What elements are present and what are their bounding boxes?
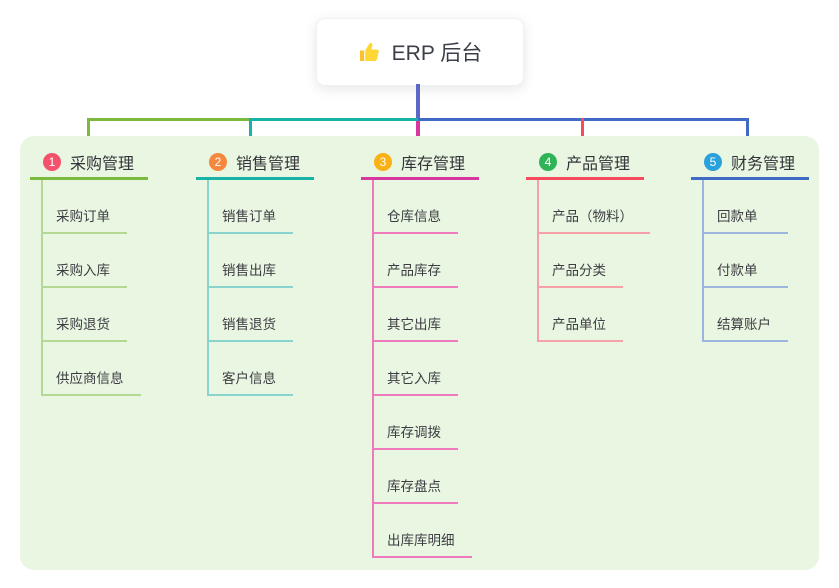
connector-branch4-drop (581, 118, 584, 151)
branch-node-4: 4 产品管理 产品（物料） 产品分类 产品单位 (526, 146, 676, 342)
child-label: 销售出库 (209, 259, 293, 288)
branch-underline (691, 177, 809, 180)
branch-title-label: 财务管理 (731, 155, 796, 173)
branches-panel (20, 136, 819, 570)
branch-number-badge: 2 (209, 152, 227, 171)
branch-children: 仓库信息 产品库存 其它出库 其它入库 库存调拨 库存盘点 出库库明细 (372, 180, 511, 558)
child-node[interactable]: 采购退货 (43, 288, 180, 342)
branch-title-1[interactable]: 1 采购管理 (30, 146, 180, 177)
branch-children: 产品（物料） 产品分类 产品单位 (537, 180, 676, 342)
child-node[interactable]: 出库库明细 (374, 504, 511, 558)
child-node[interactable]: 其它入库 (374, 342, 511, 396)
child-label: 产品单位 (539, 313, 623, 342)
branch-number-badge: 5 (704, 152, 722, 171)
connector-root-stem (416, 84, 420, 121)
branch-underline (196, 177, 314, 180)
child-label: 采购退货 (43, 313, 127, 342)
connector-branch2-drop (249, 118, 252, 151)
child-label: 采购订单 (43, 205, 127, 234)
connector-branch2-horizontal (249, 118, 418, 121)
branch-title-label: 销售管理 (236, 155, 301, 173)
child-node[interactable]: 产品分类 (539, 234, 676, 288)
child-node[interactable]: 销售退货 (209, 288, 346, 342)
branch-title-5[interactable]: 5 财务管理 (691, 146, 839, 177)
child-label: 采购入库 (43, 259, 127, 288)
child-node[interactable]: 付款单 (704, 234, 839, 288)
branch-node-2: 2 销售管理 销售订单 销售出库 销售退货 客户信息 (196, 146, 346, 396)
branch-children: 采购订单 采购入库 采购退货 供应商信息 (41, 180, 180, 396)
child-node[interactable]: 库存调拨 (374, 396, 511, 450)
child-label: 销售订单 (209, 205, 293, 234)
root-node[interactable]: ERP 后台 (316, 18, 524, 86)
child-node[interactable]: 仓库信息 (374, 180, 511, 234)
child-node[interactable]: 销售订单 (209, 180, 346, 234)
child-node[interactable]: 产品库存 (374, 234, 511, 288)
branch-node-5: 5 财务管理 回款单 付款单 结算账户 (691, 146, 839, 342)
branch-underline (526, 177, 644, 180)
branch-title-2[interactable]: 2 销售管理 (196, 146, 346, 177)
branch-number-badge: 1 (43, 152, 61, 171)
child-node[interactable]: 产品单位 (539, 288, 676, 342)
branch-children: 销售订单 销售出库 销售退货 客户信息 (207, 180, 346, 396)
child-node[interactable]: 采购入库 (43, 234, 180, 288)
child-label: 销售退货 (209, 313, 293, 342)
child-label: 产品库存 (374, 259, 458, 288)
branch-underline (30, 177, 148, 180)
branch-node-1: 1 采购管理 采购订单 采购入库 采购退货 供应商信息 (30, 146, 180, 396)
child-label: 库存盘点 (374, 475, 458, 504)
branch-node-3: 3 库存管理 仓库信息 产品库存 其它出库 其它入库 库存调拨 库存盘点 出库库… (361, 146, 511, 558)
child-label: 产品（物料） (539, 205, 650, 234)
child-node[interactable]: 销售出库 (209, 234, 346, 288)
root-title: ERP 后台 (391, 42, 483, 65)
branch-number-badge: 4 (539, 152, 557, 171)
branch-title-label: 采购管理 (70, 155, 135, 173)
child-node[interactable]: 采购订单 (43, 180, 180, 234)
child-label: 结算账户 (704, 313, 788, 342)
child-label: 仓库信息 (374, 205, 458, 234)
child-node[interactable]: 库存盘点 (374, 450, 511, 504)
child-label: 客户信息 (209, 367, 293, 396)
child-node[interactable]: 供应商信息 (43, 342, 180, 396)
child-label: 回款单 (704, 205, 788, 234)
child-label: 供应商信息 (43, 367, 141, 396)
branch-title-label: 产品管理 (566, 155, 631, 173)
branch-underline (361, 177, 479, 180)
branch-title-3[interactable]: 3 库存管理 (361, 146, 511, 177)
child-label: 其它出库 (374, 313, 458, 342)
child-node[interactable]: 结算账户 (704, 288, 839, 342)
branch-number-badge: 3 (374, 152, 392, 171)
thumbs-up-icon (359, 43, 379, 61)
child-node[interactable]: 其它出库 (374, 288, 511, 342)
child-label: 出库库明细 (374, 529, 472, 558)
child-label: 付款单 (704, 259, 788, 288)
child-label: 库存调拨 (374, 421, 458, 450)
child-node[interactable]: 回款单 (704, 180, 839, 234)
branch-children: 回款单 付款单 结算账户 (702, 180, 839, 342)
child-node[interactable]: 客户信息 (209, 342, 346, 396)
child-label: 其它入库 (374, 367, 458, 396)
child-node[interactable]: 产品（物料） (539, 180, 676, 234)
branch-title-4[interactable]: 4 产品管理 (526, 146, 676, 177)
connector-branch1-drop (87, 118, 90, 151)
child-label: 产品分类 (539, 259, 623, 288)
branch-title-label: 库存管理 (401, 155, 466, 173)
connector-branch5-drop (746, 118, 749, 151)
